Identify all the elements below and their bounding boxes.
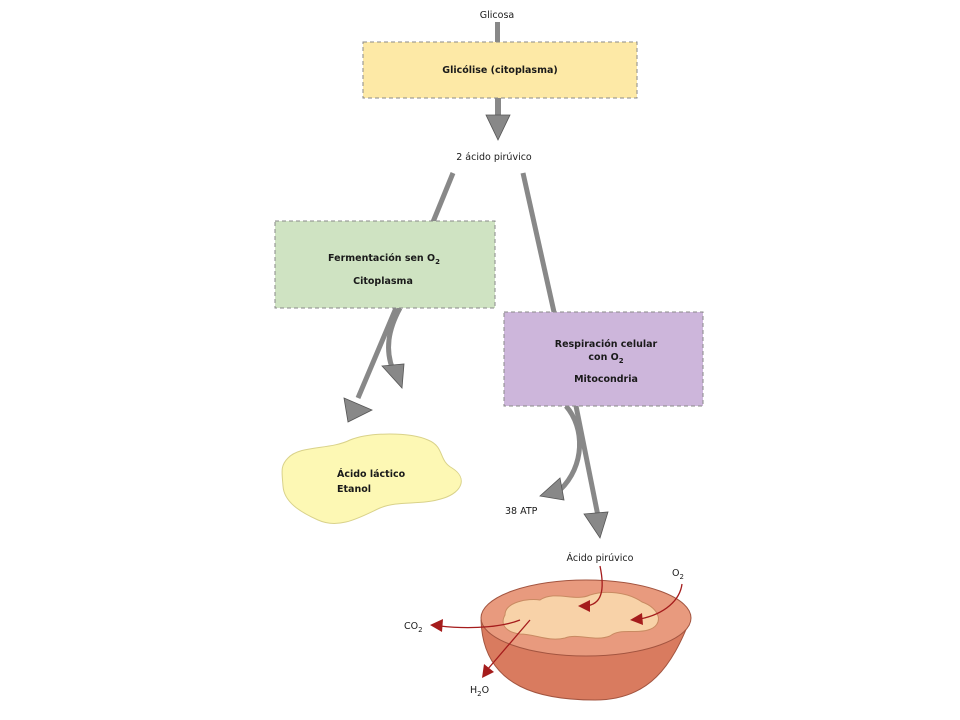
atp-label: 38 ATP [505, 506, 538, 517]
etanol-label: Etanol [337, 484, 371, 495]
glicolise-box [362, 41, 638, 99]
fermentation-side-arrow [381, 306, 405, 389]
h2o-out-arrow [482, 619, 531, 678]
co2-label: CO2 [404, 621, 423, 634]
fermentacion-box [274, 220, 496, 309]
fermentation-branch-arrow [343, 172, 456, 423]
glicosa-connector [495, 22, 500, 42]
glicolise-output-arrow [485, 98, 511, 141]
respiration-branch-arrow [520, 172, 609, 539]
glicosa-label: Glicosa [480, 10, 514, 21]
co2-out-arrow [430, 619, 521, 632]
o2-label: O2 [672, 568, 684, 581]
atp-side-arrow [539, 404, 583, 501]
acido-piruvico-label: Ácido pirúvico [567, 552, 634, 564]
mitocondria-label: Mitocondria [574, 374, 638, 385]
mitochondrion-illustration [480, 579, 692, 701]
fermentacion-label: Fermentación sen O2 [328, 253, 440, 266]
mitochondrion-matrix [502, 591, 659, 640]
h2o-label: H2O [470, 685, 489, 698]
o2-in-arrow [630, 583, 683, 625]
respiracion-line2: con O2 [588, 352, 623, 365]
pyruvate-in-arrow [578, 565, 603, 612]
acido-piruvico-2-label: 2 ácido pirúvico [456, 152, 532, 163]
respiracion-line1: Respiración celular [555, 339, 658, 350]
citoplasma-label: Citoplasma [353, 276, 413, 287]
fermentation-products-blob [281, 433, 462, 524]
acido-lactico-label: Ácido láctico [337, 468, 406, 480]
glicolise-label: Glicólise (citoplasma) [442, 65, 557, 76]
respiracion-box [503, 311, 704, 407]
